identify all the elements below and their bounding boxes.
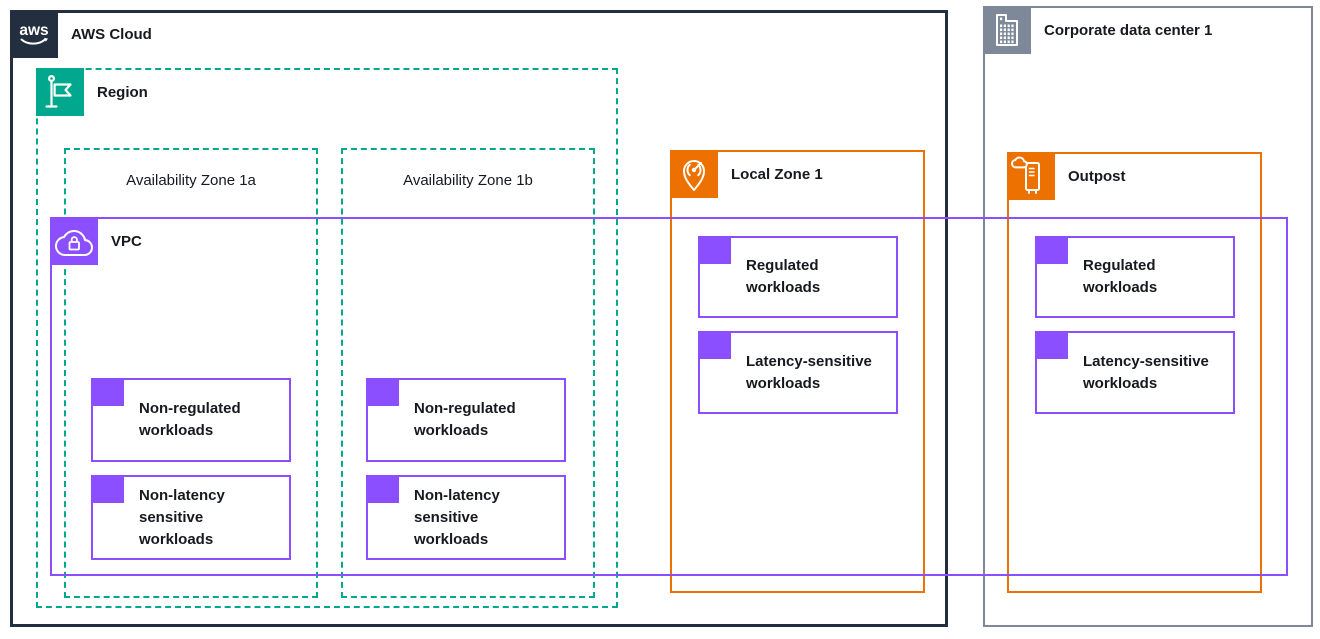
workload-card: Latency-sensitive workloads xyxy=(1035,331,1235,414)
vpc-label: VPC xyxy=(111,232,142,250)
workload-icon xyxy=(91,475,124,503)
availability-zone-1b-label: Availability Zone 1b xyxy=(403,172,533,189)
outpost-server-icon xyxy=(1007,152,1055,200)
region-label: Region xyxy=(97,83,148,101)
outpost-label: Outpost xyxy=(1068,167,1126,185)
region-flag-icon xyxy=(36,68,84,116)
corporate-data-center-group: Corporate data center 1 xyxy=(983,6,1313,627)
aws-cloud-group: aws AWS Cloud xyxy=(10,10,948,627)
workload-card: Non-regulated workloads xyxy=(91,378,291,462)
availability-zone-1b-group: Availability Zone 1b xyxy=(341,148,595,598)
aws-logo-icon: aws xyxy=(10,10,58,58)
workload-icon xyxy=(1035,236,1068,264)
workload-label: Regulated workloads xyxy=(1083,257,1158,296)
local-zone-header: Local Zone 1 xyxy=(670,150,823,198)
vpc-group: VPC xyxy=(50,217,1288,576)
availability-zone-1a-label: Availability Zone 1a xyxy=(126,172,256,189)
workload-icon xyxy=(366,475,399,503)
corporate-data-center-header: Corporate data center 1 xyxy=(983,6,1212,54)
outpost-header: Outpost xyxy=(1007,152,1126,200)
workload-icon xyxy=(91,378,124,406)
workload-card: Non-latency sensitive workloads xyxy=(91,475,291,560)
workload-label: Non-latency sensitive workloads xyxy=(139,486,225,548)
local-zone-group: Local Zone 1 xyxy=(670,150,925,593)
aws-cloud-header: aws AWS Cloud xyxy=(10,10,152,58)
vpc-header: VPC xyxy=(50,217,142,265)
workload-label: Latency-sensitive workloads xyxy=(746,352,872,392)
workload-label: Non-regulated workloads xyxy=(414,400,516,439)
workload-icon xyxy=(698,331,731,359)
region-header: Region xyxy=(36,68,148,116)
local-zone-label: Local Zone 1 xyxy=(731,165,823,183)
workload-label: Regulated workloads xyxy=(746,257,821,296)
workload-card: Regulated workloads xyxy=(698,236,898,318)
workload-card: Non-regulated workloads xyxy=(366,378,566,462)
corporate-data-center-label: Corporate data center 1 xyxy=(1044,21,1213,39)
workload-card: Regulated workloads xyxy=(1035,236,1235,318)
workload-icon xyxy=(366,378,399,406)
workload-card: Latency-sensitive workloads xyxy=(698,331,898,414)
outpost-group: Outpost xyxy=(1007,152,1262,593)
vpc-cloud-lock-icon xyxy=(50,217,98,265)
workload-label: Non-regulated workloads xyxy=(139,400,241,439)
workload-icon xyxy=(698,236,731,264)
workload-label: Non-latency sensitive workloads xyxy=(414,486,500,548)
aws-cloud-label: AWS Cloud xyxy=(71,25,152,43)
workload-label: Latency-sensitive workloads xyxy=(1083,352,1209,392)
building-icon xyxy=(983,6,1031,54)
region-group: Region xyxy=(36,68,618,608)
svg-text:aws: aws xyxy=(19,22,48,39)
workload-icon xyxy=(1035,331,1068,359)
local-zone-pin-icon xyxy=(670,150,718,198)
workload-card: Non-latency sensitive workloads xyxy=(366,475,566,560)
availability-zone-1a-group: Availability Zone 1a xyxy=(64,148,318,598)
